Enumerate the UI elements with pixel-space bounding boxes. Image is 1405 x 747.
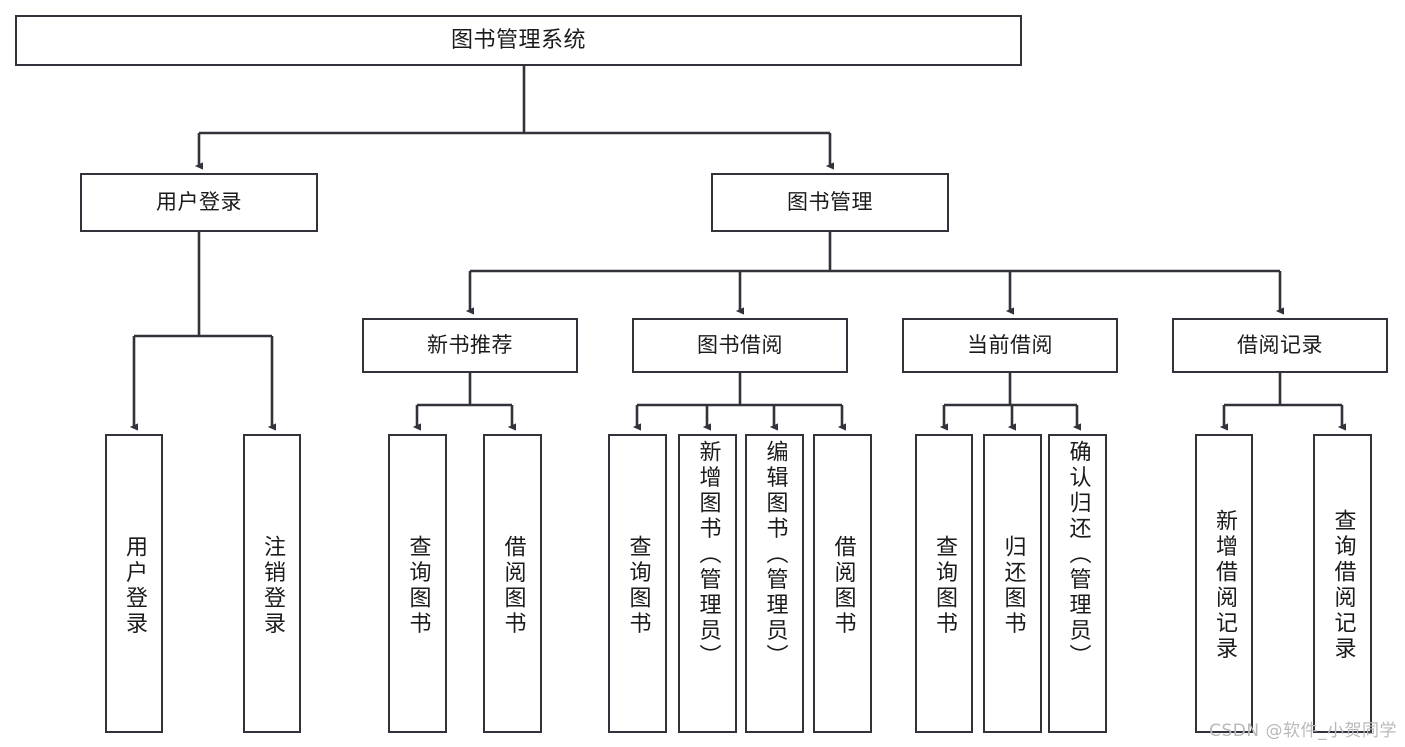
- node-book-borrow-label: 图书借阅: [697, 333, 783, 358]
- node-borrow-record-label: 借阅记录: [1237, 333, 1323, 358]
- node-new-book-recommendation[interactable]: 新书推荐: [362, 318, 578, 373]
- leaf-node-borrow-book[interactable]: 借阅图书: [813, 434, 872, 733]
- leaf-node-edit-book-admin-label: 编辑图书（管理员）: [762, 440, 788, 670]
- node-current-borrow-label: 当前借阅: [967, 333, 1053, 358]
- leaf-node-add-borrow-record[interactable]: 新增借阅记录: [1195, 434, 1253, 733]
- leaf-node-add-borrow-record-label: 新增借阅记录: [1212, 509, 1237, 662]
- leaf-node-query-book-label: 查询图书: [625, 534, 651, 637]
- leaf-node-user-login[interactable]: 用户登录: [105, 434, 163, 733]
- leaf-node-return-book-label: 归还图书: [1000, 534, 1026, 637]
- leaf-node-query-borrow-record-label: 查询借阅记录: [1330, 509, 1356, 662]
- leaf-node-query-book-current[interactable]: 查询图书: [915, 434, 973, 733]
- leaf-node-confirm-return-admin-label: 确认归还（管理员）: [1065, 440, 1091, 670]
- node-root-system[interactable]: 图书管理系统: [15, 15, 1022, 66]
- leaf-node-query-book-recommend-label: 查询图书: [405, 534, 431, 637]
- node-book-manage-label: 图书管理: [787, 190, 873, 215]
- node-borrow-record[interactable]: 借阅记录: [1172, 318, 1388, 373]
- leaf-node-query-borrow-record[interactable]: 查询借阅记录: [1313, 434, 1372, 733]
- leaf-node-confirm-return-admin[interactable]: 确认归还（管理员）: [1048, 434, 1107, 733]
- node-user-login[interactable]: 用户登录: [80, 173, 318, 232]
- node-book-borrow[interactable]: 图书借阅: [632, 318, 848, 373]
- leaf-node-user-login-label: 用户登录: [122, 534, 147, 637]
- leaf-node-edit-book-admin[interactable]: 编辑图书（管理员）: [745, 434, 804, 733]
- leaf-node-borrow-book-recommend[interactable]: 借阅图书: [483, 434, 542, 733]
- leaf-node-return-book[interactable]: 归还图书: [983, 434, 1042, 733]
- leaf-node-borrow-book-recommend-label: 借阅图书: [500, 534, 526, 637]
- leaf-node-add-book-admin-label: 新增图书（管理员）: [695, 440, 721, 670]
- leaf-node-query-book[interactable]: 查询图书: [608, 434, 667, 733]
- node-current-borrow[interactable]: 当前借阅: [902, 318, 1118, 373]
- leaf-node-query-book-recommend[interactable]: 查询图书: [388, 434, 447, 733]
- leaf-node-logout-label: 注销登录: [260, 534, 285, 637]
- leaf-node-add-book-admin[interactable]: 新增图书（管理员）: [678, 434, 737, 733]
- leaf-node-logout[interactable]: 注销登录: [243, 434, 301, 733]
- csdn-watermark: CSDN @软件_小贺同学: [1209, 721, 1397, 741]
- node-root-system-label: 图书管理系统: [450, 27, 586, 53]
- leaf-node-query-book-current-label: 查询图书: [932, 534, 957, 637]
- leaf-node-borrow-book-label: 借阅图书: [830, 534, 856, 637]
- node-user-login-label: 用户登录: [156, 190, 242, 215]
- node-new-book-recommendation-label: 新书推荐: [427, 333, 513, 358]
- node-book-manage[interactable]: 图书管理: [711, 173, 949, 232]
